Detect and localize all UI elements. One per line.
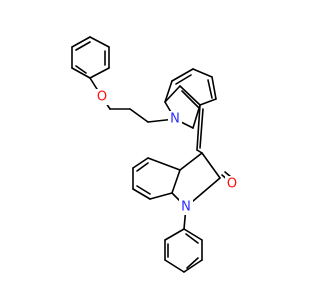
bond-0 xyxy=(71,36,91,48)
indole-nitrogen-mask xyxy=(168,111,182,127)
atom-label-layer: O N N O xyxy=(95,89,239,215)
bond-36 xyxy=(164,259,185,273)
bond-13 xyxy=(179,85,201,106)
bond-9 xyxy=(129,108,149,123)
carbonyl-oxygen-mask xyxy=(225,176,239,192)
bond-32 xyxy=(147,157,181,171)
double-bond-11 xyxy=(185,233,199,244)
bond-29 xyxy=(132,188,151,200)
double-bond-2 xyxy=(75,65,87,74)
bond-26 xyxy=(171,169,181,194)
carbonyl-oxygen-label: O xyxy=(227,177,237,192)
double-bond-5 xyxy=(181,90,199,108)
bond-20 xyxy=(199,98,217,106)
double-bond-4 xyxy=(207,79,213,99)
bond-31 xyxy=(132,157,149,169)
bond-4 xyxy=(71,67,91,79)
oxindole-nitrogen-mask xyxy=(179,199,193,215)
bond-1 xyxy=(89,36,110,48)
double-bond-8 xyxy=(136,162,149,172)
bond-21 xyxy=(196,104,201,151)
bond-18 xyxy=(192,68,213,78)
bond-17 xyxy=(171,68,194,82)
indole-nitrogen-label: N xyxy=(170,112,180,127)
double-bond-3 xyxy=(175,74,192,85)
bond-19 xyxy=(211,76,217,100)
bond-3 xyxy=(89,67,110,79)
molecule-canvas: O N N O xyxy=(71,36,239,273)
double-bond-7 xyxy=(136,185,151,195)
double-bond-6 xyxy=(199,108,204,149)
bond-23 xyxy=(201,152,221,179)
oxindole-nitrogen-label: N xyxy=(181,200,191,215)
bond-22 xyxy=(196,149,203,154)
ether-oxygen-label: O xyxy=(97,90,107,105)
molecule-structure: O N N O xyxy=(71,36,239,273)
bond-12 xyxy=(164,85,181,103)
bond-16 xyxy=(164,80,173,103)
bond-39 xyxy=(183,228,203,241)
bond-28 xyxy=(149,192,173,200)
bond-layer xyxy=(71,36,232,273)
ether-oxygen-mask xyxy=(95,89,109,105)
bond-14 xyxy=(192,104,201,129)
double-bond-10 xyxy=(186,257,199,269)
double-bond-0 xyxy=(75,41,91,51)
bond-27 xyxy=(179,152,203,171)
bond-34 xyxy=(164,228,185,241)
bond-37 xyxy=(183,259,203,273)
